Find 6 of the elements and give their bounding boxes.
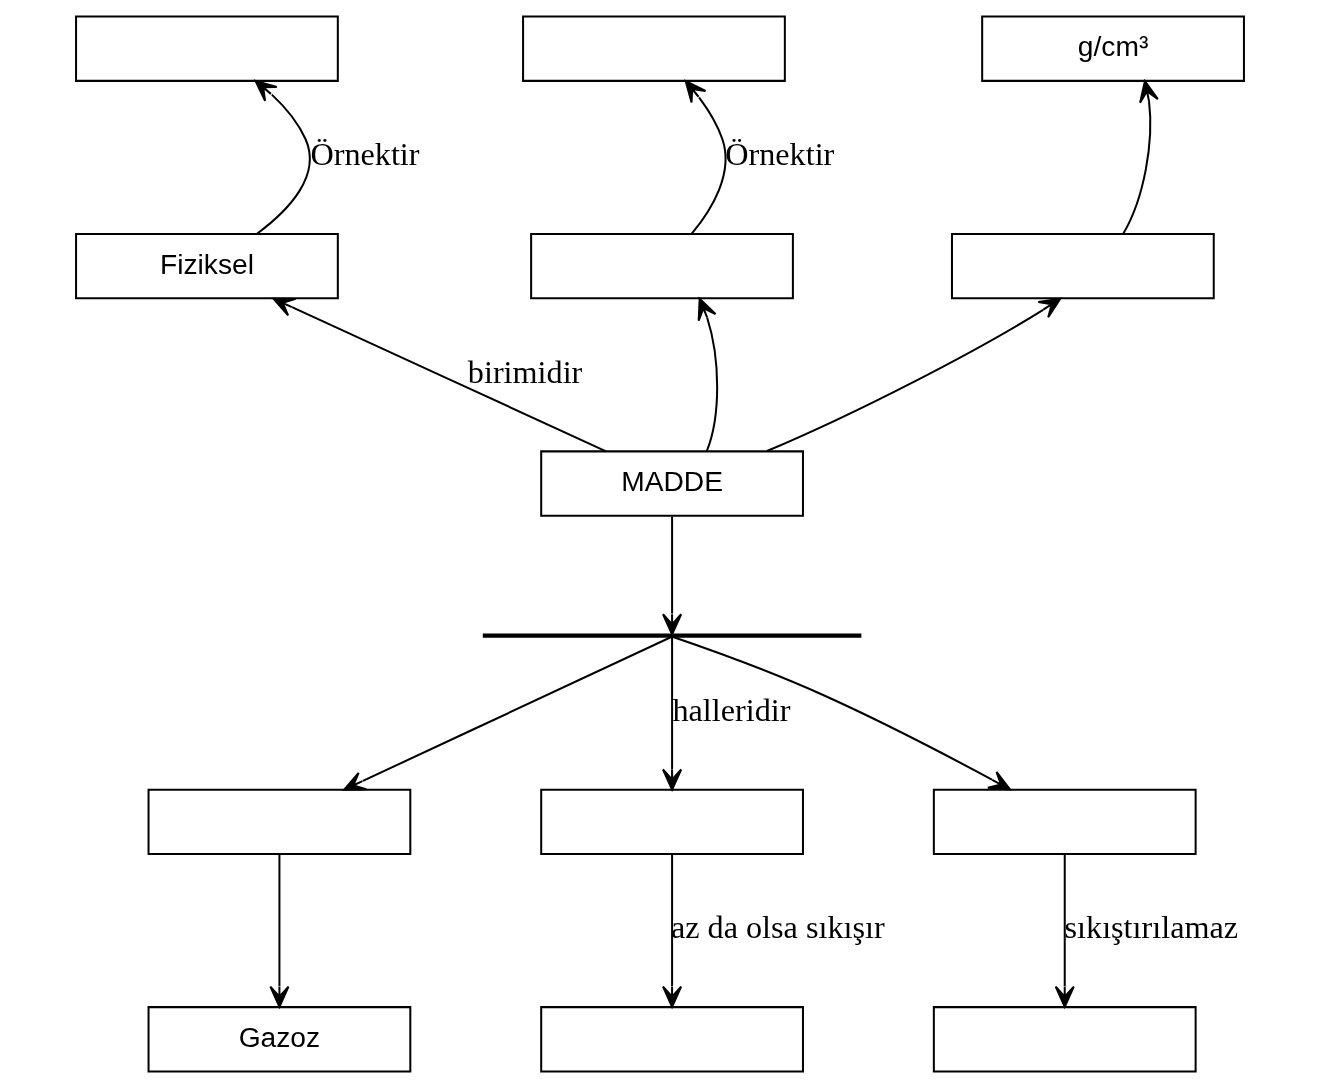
edge-label: Örnektir xyxy=(309,136,420,173)
edge-label: az da olsa sıkışır xyxy=(670,909,885,946)
edge-label: halleridir xyxy=(671,691,790,728)
edge-label: sıkıştırılamaz xyxy=(1064,909,1238,946)
edge-label: birimidir xyxy=(467,353,582,390)
edge-label: Örnektir xyxy=(724,136,834,173)
